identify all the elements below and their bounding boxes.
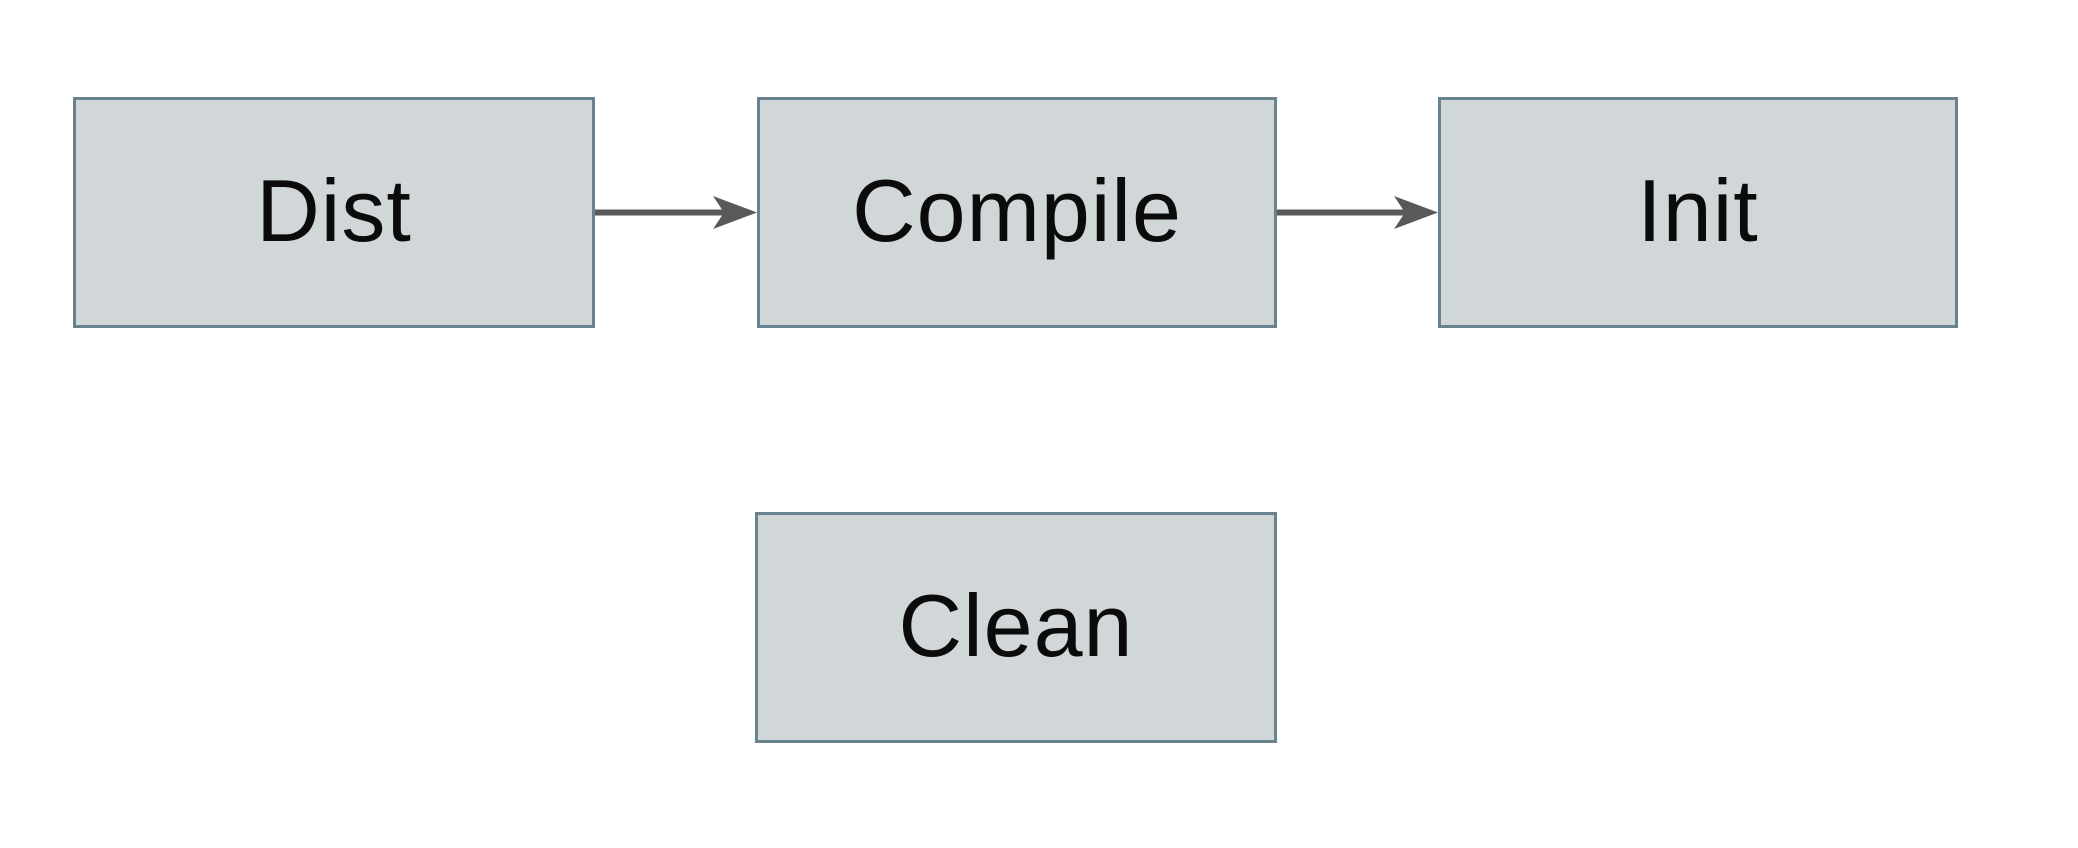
node-init-label: Init xyxy=(1637,160,1759,260)
arrowhead-right-icon xyxy=(713,196,757,229)
arrow-dist-to-compile xyxy=(595,196,757,229)
node-compile[interactable]: Compile xyxy=(757,97,1277,328)
node-dist-label: Dist xyxy=(256,160,412,260)
arrow-compile-to-init xyxy=(1277,196,1438,229)
node-clean-label: Clean xyxy=(898,575,1134,675)
arrowhead-right-icon xyxy=(1394,196,1438,229)
node-init[interactable]: Init xyxy=(1438,97,1958,328)
node-dist[interactable]: Dist xyxy=(73,97,595,328)
node-compile-label: Compile xyxy=(852,160,1182,260)
node-clean[interactable]: Clean xyxy=(755,512,1277,743)
